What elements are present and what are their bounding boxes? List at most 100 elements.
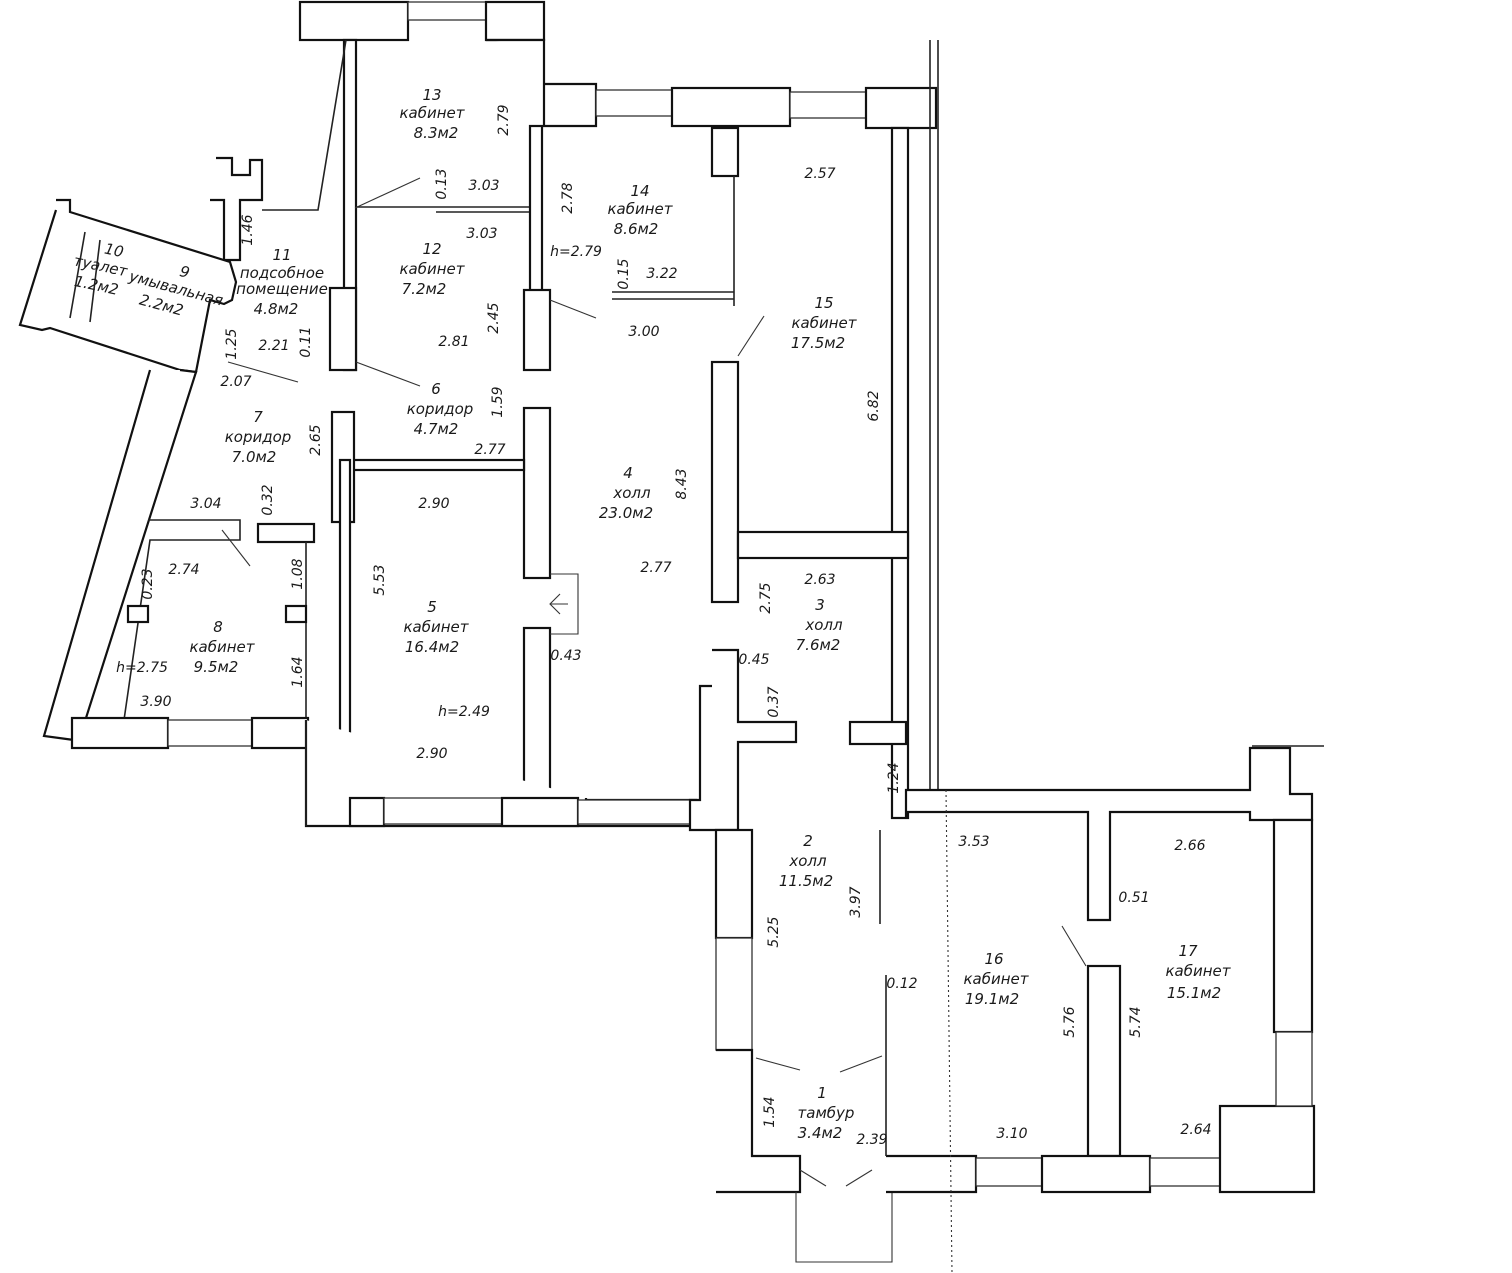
room-number: 17 <box>1178 942 1198 960</box>
dimension-labels: 2.79 3.03 0.13 3.03 2.78 h=2.79 2.57 0.1… <box>116 104 1211 1148</box>
room-name: коридор <box>407 400 474 418</box>
dimension-label: 2.63 <box>804 572 835 588</box>
room-name: холл <box>804 616 843 634</box>
room-number: 4 <box>623 464 633 482</box>
dimension-label: 5.74 <box>1128 1006 1144 1037</box>
room-area: 9.5м2 <box>194 658 239 676</box>
room-name: кабинет <box>963 970 1029 988</box>
dimension-label: 2.65 <box>308 424 324 455</box>
room-4-label: 4 холл 23.0м2 <box>599 464 653 522</box>
room-name: подсобное <box>240 264 324 282</box>
dimension-label: 0.51 <box>1118 890 1149 906</box>
dimension-label: 2.90 <box>416 746 447 762</box>
dimension-label: 1.64 <box>290 656 306 687</box>
room-name: кабинет <box>189 638 255 656</box>
room-13-label: 13 кабинет 8.3м2 <box>399 86 465 142</box>
dimension-label: 0.15 <box>616 258 632 289</box>
room-name: кабинет <box>1165 962 1231 980</box>
dimension-label: 2.77 <box>474 442 505 458</box>
dimension-label: 8.43 <box>674 468 690 499</box>
room-number: 9 <box>178 262 192 282</box>
room-7-label: 7 коридор 7.0м2 <box>225 408 292 466</box>
dimension-label: 3.00 <box>628 324 659 340</box>
dimension-label: h=2.75 <box>116 660 168 676</box>
dimension-label: 3.03 <box>468 178 499 194</box>
dimension-label: 0.12 <box>886 976 917 992</box>
dimension-label: h=2.49 <box>438 704 490 720</box>
room-area: 19.1м2 <box>965 990 1019 1008</box>
dimension-label: 2.81 <box>438 334 469 350</box>
dimension-label: 2.90 <box>418 496 449 512</box>
room-15-label: 15 кабинет 17.5м2 <box>791 294 858 352</box>
dimension-label: 2.39 <box>856 1132 887 1148</box>
dimension-label: 2.57 <box>804 166 835 182</box>
dimension-label: 3.90 <box>140 694 171 710</box>
room-number: 2 <box>803 832 813 850</box>
room-area: 8.6м2 <box>614 220 659 238</box>
room-name: холл <box>612 484 651 502</box>
dimension-label: 3.22 <box>646 266 677 282</box>
room-area: 7.0м2 <box>232 448 277 466</box>
room-number: 11 <box>272 246 291 264</box>
room-area: 3.4м2 <box>798 1124 843 1142</box>
room-5-label: 5 кабинет 16.4м2 <box>403 598 469 656</box>
dimension-label: 2.75 <box>758 582 774 613</box>
dimension-label: h=2.79 <box>550 244 602 260</box>
room-name: тамбур <box>798 1104 855 1122</box>
dimension-label: 0.13 <box>434 168 450 199</box>
dimension-label: 1.24 <box>886 762 902 793</box>
room-14-label: 14 кабинет 8.6м2 <box>607 182 673 238</box>
room-name: кабинет <box>399 260 465 278</box>
room-number: 3 <box>815 596 825 614</box>
dimension-label: 5.53 <box>372 564 388 595</box>
room-number: 13 <box>422 86 441 104</box>
dimension-label: 2.21 <box>258 338 289 354</box>
room-area: 7.6м2 <box>796 636 841 654</box>
room-area: 15.1м2 <box>1167 984 1221 1002</box>
room-area: 11.5м2 <box>779 872 833 890</box>
room-area: 17.5м2 <box>791 334 845 352</box>
room-number: 10 <box>103 240 125 262</box>
dimension-label: 3.97 <box>848 886 864 917</box>
dimension-label: 2.64 <box>1180 1122 1211 1138</box>
room-name: кабинет <box>791 314 857 332</box>
dimension-label: 0.45 <box>738 652 769 668</box>
room-number: 12 <box>422 240 441 258</box>
dimension-label: 2.66 <box>1174 838 1205 854</box>
room-number: 14 <box>630 182 649 200</box>
room-name: кабинет <box>607 200 673 218</box>
dimension-label: 1.59 <box>490 386 506 417</box>
room-number: 15 <box>814 294 833 312</box>
dimension-label: 0.37 <box>766 686 782 717</box>
room-number: 1 <box>817 1084 827 1102</box>
room-name: холл <box>788 852 827 870</box>
room-name: кабинет <box>403 618 469 636</box>
room-8-label: 8 кабинет 9.5м2 <box>189 618 255 676</box>
room-17-label: 17 кабинет 15.1м2 <box>1165 942 1231 1002</box>
dimension-label: 2.79 <box>496 104 512 135</box>
room-area: 16.4м2 <box>405 638 459 656</box>
dimension-label: 5.25 <box>766 916 782 947</box>
dimension-label: 3.53 <box>958 834 989 850</box>
room-16-label: 16 кабинет 19.1м2 <box>963 950 1029 1008</box>
dimension-label: 2.45 <box>486 302 502 333</box>
dimension-label: 5.76 <box>1062 1006 1078 1037</box>
dimension-label: 2.78 <box>560 182 576 213</box>
room-number: 16 <box>984 950 1003 968</box>
room-12-label: 12 кабинет 7.2м2 <box>399 240 465 298</box>
room-name: кабинет <box>399 104 465 122</box>
room-number: 8 <box>213 618 223 636</box>
room-number: 7 <box>253 408 263 426</box>
walls <box>18 0 1324 1273</box>
room-area: 4.8м2 <box>254 300 299 318</box>
dimension-label: 2.74 <box>168 562 199 578</box>
dimension-label: 3.10 <box>996 1126 1027 1142</box>
room-area: 8.3м2 <box>414 124 459 142</box>
room-area: 4.7м2 <box>414 420 459 438</box>
dimension-label: 3.04 <box>190 496 221 512</box>
dimension-label: 0.11 <box>298 326 314 357</box>
room-number: 6 <box>431 380 441 398</box>
room-area: 7.2м2 <box>402 280 447 298</box>
room-labels: 13 кабинет 8.3м2 14 кабинет 8.6м2 12 каб… <box>72 86 1232 1142</box>
